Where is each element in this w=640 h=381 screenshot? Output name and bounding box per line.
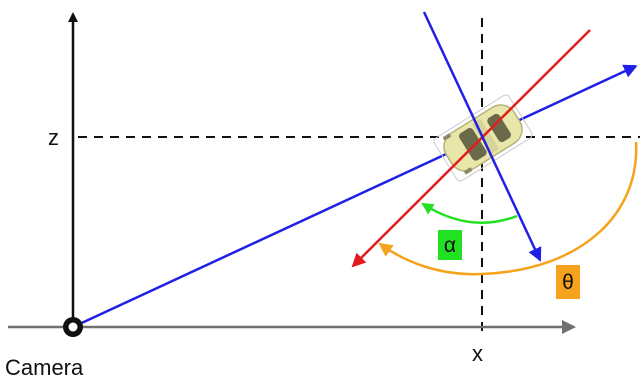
theta-label: θ <box>562 271 574 294</box>
alpha-badge <box>438 230 462 260</box>
z-axis-label: z <box>48 125 59 150</box>
alpha-label: α <box>444 234 456 257</box>
camera-ring-icon <box>63 317 83 337</box>
perpendicular-ray-line <box>422 11 542 262</box>
theta-angle-arc <box>378 141 638 276</box>
alpha-angle-arc <box>421 202 518 224</box>
x-axis-label: x <box>472 341 483 366</box>
object-orientation-line <box>351 29 591 268</box>
camera-ray-line <box>72 64 638 329</box>
camera-label: Camera <box>5 355 84 380</box>
theta-badge <box>556 265 580 299</box>
